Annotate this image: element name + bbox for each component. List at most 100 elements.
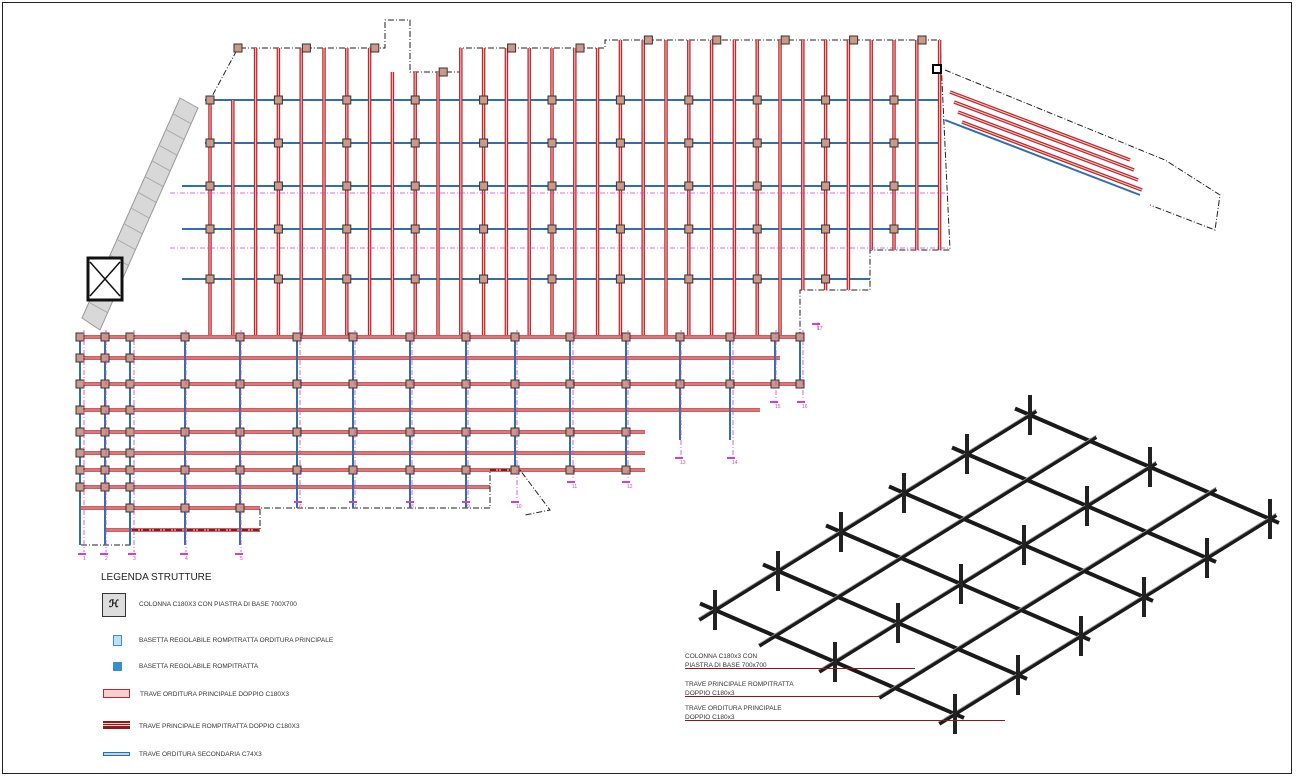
column — [507, 43, 517, 53]
ramp-step — [179, 97, 199, 109]
column — [621, 379, 631, 389]
column — [821, 138, 831, 148]
column — [100, 379, 110, 389]
callout-text: DOPPIO C180x3 — [685, 714, 735, 721]
column — [510, 427, 520, 437]
column — [615, 138, 625, 148]
gridline-label: 13 — [680, 460, 686, 466]
column — [621, 427, 631, 437]
column — [479, 224, 489, 234]
column — [547, 95, 557, 105]
column — [510, 379, 520, 389]
column — [821, 224, 831, 234]
column — [752, 224, 762, 234]
secondary-beam-icon — [103, 752, 130, 756]
stair-cross — [89, 261, 121, 297]
column — [795, 379, 805, 389]
column — [917, 35, 927, 45]
column — [849, 35, 859, 45]
iso-beam-edge — [939, 512, 1277, 723]
column — [370, 43, 380, 53]
gridline-label: 12 — [627, 484, 633, 490]
column — [712, 35, 722, 45]
column — [932, 64, 942, 74]
callout-text: COLONNA C180x3 CON — [685, 653, 758, 660]
column — [752, 181, 762, 191]
iso-beam — [698, 409, 1038, 622]
iso-beam — [758, 435, 1098, 648]
iso-beam — [951, 445, 1217, 564]
column — [479, 181, 489, 191]
column — [205, 224, 215, 234]
column — [565, 465, 575, 475]
column — [795, 332, 805, 342]
column — [180, 332, 190, 342]
column — [125, 482, 135, 492]
column — [342, 138, 352, 148]
callout-text: TRAVE ORDITURA PRINCIPALE — [685, 705, 782, 712]
iso-beam — [1014, 406, 1280, 525]
column — [752, 138, 762, 148]
gridline-label: 4 — [185, 556, 188, 562]
column — [675, 332, 685, 342]
gridline-label: 8 — [411, 504, 414, 510]
callout-leader — [685, 720, 1005, 721]
gridline-label: 14 — [732, 460, 738, 466]
column — [75, 465, 85, 475]
column — [438, 67, 448, 77]
column — [273, 138, 283, 148]
ramp-step — [158, 144, 178, 156]
column — [770, 332, 780, 342]
gridline-label: 6 — [299, 504, 302, 510]
column — [510, 465, 520, 475]
gridline-label: 7 — [354, 504, 357, 510]
column — [575, 43, 585, 53]
legend-item-label: TRAVE ORDITURA SECONDARIA C74X3 — [139, 751, 262, 758]
callout-main-beam: TRAVE ORDITURA PRINCIPALE DOPPIO C180x3 — [685, 704, 782, 722]
legend-item-label: COLONNA C180X3 CON PIASTRA DI BASE 700X7… — [139, 601, 297, 608]
column — [461, 332, 471, 342]
ramp-step — [88, 301, 108, 313]
column — [75, 379, 85, 389]
column — [643, 35, 653, 45]
column — [547, 181, 557, 191]
column — [410, 138, 420, 148]
main-beam-core — [949, 91, 1131, 161]
gridline-label: 5 — [240, 556, 243, 562]
column — [292, 332, 302, 342]
gridline-label: 11 — [572, 484, 577, 490]
column — [889, 95, 899, 105]
column — [180, 379, 190, 389]
gridline-label: 17 — [817, 326, 823, 332]
column — [410, 181, 420, 191]
column — [770, 379, 780, 389]
ramp-step — [137, 191, 157, 203]
column — [342, 181, 352, 191]
column — [547, 138, 557, 148]
column — [348, 379, 358, 389]
column — [405, 427, 415, 437]
iso-beam — [699, 601, 965, 720]
column-icon: ℋ — [102, 593, 126, 617]
column — [821, 181, 831, 191]
column — [565, 379, 575, 389]
column — [75, 332, 85, 342]
column — [821, 95, 831, 105]
column — [292, 427, 302, 437]
column — [180, 503, 190, 513]
column — [75, 427, 85, 437]
legend-item-label: BASETTA REGOLABILE ROMPITRATTA — [139, 663, 259, 670]
column — [479, 274, 489, 284]
ramp-step — [116, 238, 136, 250]
column — [235, 332, 245, 342]
ramp-step — [130, 207, 150, 219]
column — [410, 274, 420, 284]
column — [292, 465, 302, 475]
column — [461, 465, 471, 475]
iso-beam — [888, 484, 1154, 603]
column — [405, 332, 415, 342]
column — [205, 274, 215, 284]
